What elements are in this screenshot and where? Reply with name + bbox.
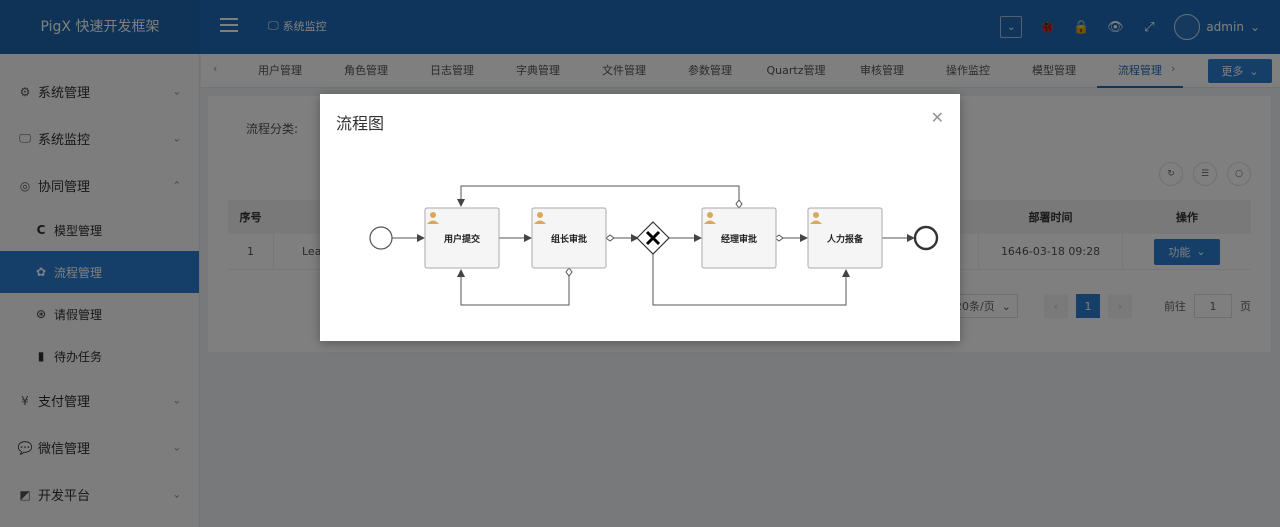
- end-event[interactable]: [913, 225, 939, 251]
- close-icon[interactable]: ✕: [930, 108, 944, 127]
- task-leader-approve-label: 组长审批: [551, 233, 587, 245]
- task-user-submit[interactable]: 用户提交: [424, 207, 500, 269]
- task-manager-approve[interactable]: 经理审批: [701, 207, 777, 269]
- flow-line-leader-reject: [457, 268, 570, 306]
- condition-marker: [605, 234, 615, 242]
- condition-marker: [565, 267, 573, 277]
- dialog-title: 流程图: [336, 114, 385, 133]
- flow-line-manager-reject: [457, 185, 740, 208]
- user-icon: [810, 212, 822, 224]
- flow-diagram-dialog: 流程图 ✕ 用: [320, 94, 960, 341]
- task-manager-approve-label: 经理审批: [721, 233, 757, 245]
- condition-marker: [735, 199, 743, 209]
- condition-marker: [774, 234, 784, 242]
- user-icon: [427, 212, 439, 224]
- start-event[interactable]: [369, 226, 393, 250]
- task-user-submit-label: 用户提交: [443, 233, 480, 245]
- user-icon: [534, 212, 546, 224]
- task-hr-report-label: 人力报备: [826, 233, 864, 245]
- flow-line-gateway-hr: [652, 253, 850, 306]
- flow-diagram: 用户提交 组长审批 经理审批 人力报备: [369, 185, 939, 306]
- gateway-x-icon: [645, 230, 661, 246]
- user-icon: [704, 212, 716, 224]
- task-leader-approve[interactable]: 组长审批: [531, 207, 607, 269]
- task-hr-report[interactable]: 人力报备: [807, 207, 883, 269]
